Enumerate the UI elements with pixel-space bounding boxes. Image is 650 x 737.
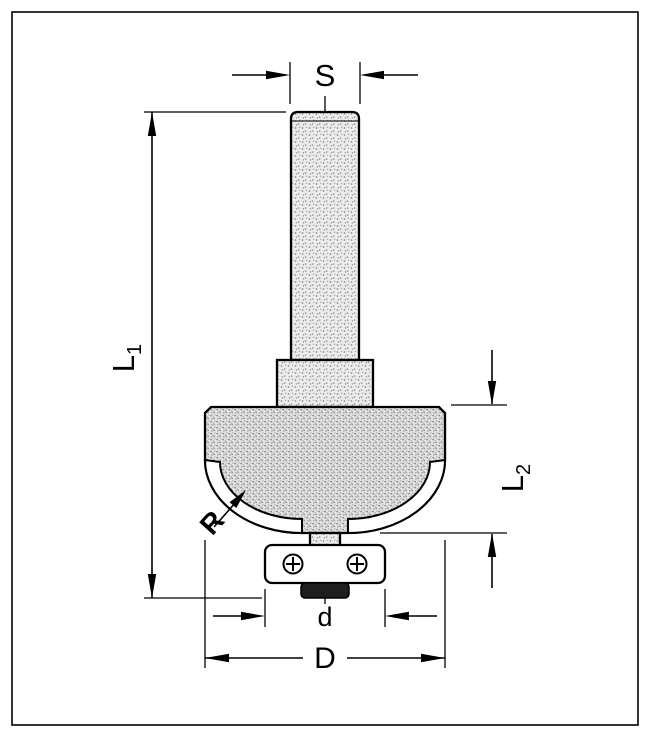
collar <box>275 358 375 409</box>
shank <box>289 110 361 362</box>
dim-l2-arrow-top <box>487 381 497 405</box>
label-cutting-length: L2 <box>495 464 535 492</box>
dim-d-arrow-right <box>385 611 409 621</box>
dim-l2-arrow-bottom <box>487 533 497 557</box>
dim-cap-d-arrow-right <box>421 653 445 663</box>
washer-nut <box>300 582 350 599</box>
label-shank-diameter: S <box>315 58 336 93</box>
cutting-edge-left <box>203 458 303 535</box>
frame-border <box>11 11 639 726</box>
label-profile-radius: R <box>194 505 231 541</box>
dim-s-arrow-left <box>266 70 290 80</box>
bearing-screw-right-icon <box>346 553 368 575</box>
dim-l1-arrow-bottom <box>147 574 157 598</box>
dim-r-leader-line <box>213 501 237 528</box>
label-cutter-diameter: D <box>314 642 336 675</box>
bearing-screw-left-icon <box>282 553 304 575</box>
dim-d-arrow-left <box>241 611 265 621</box>
label-overall-length: L1 <box>106 344 146 372</box>
label-bearing-diameter: d <box>317 602 332 632</box>
dim-cap-d-arrow-left <box>205 653 229 663</box>
cutting-edge-right <box>347 458 447 535</box>
dim-r-arrow <box>229 490 246 508</box>
dim-l1-arrow-top <box>147 112 157 136</box>
dim-s-arrow-right <box>360 70 384 80</box>
